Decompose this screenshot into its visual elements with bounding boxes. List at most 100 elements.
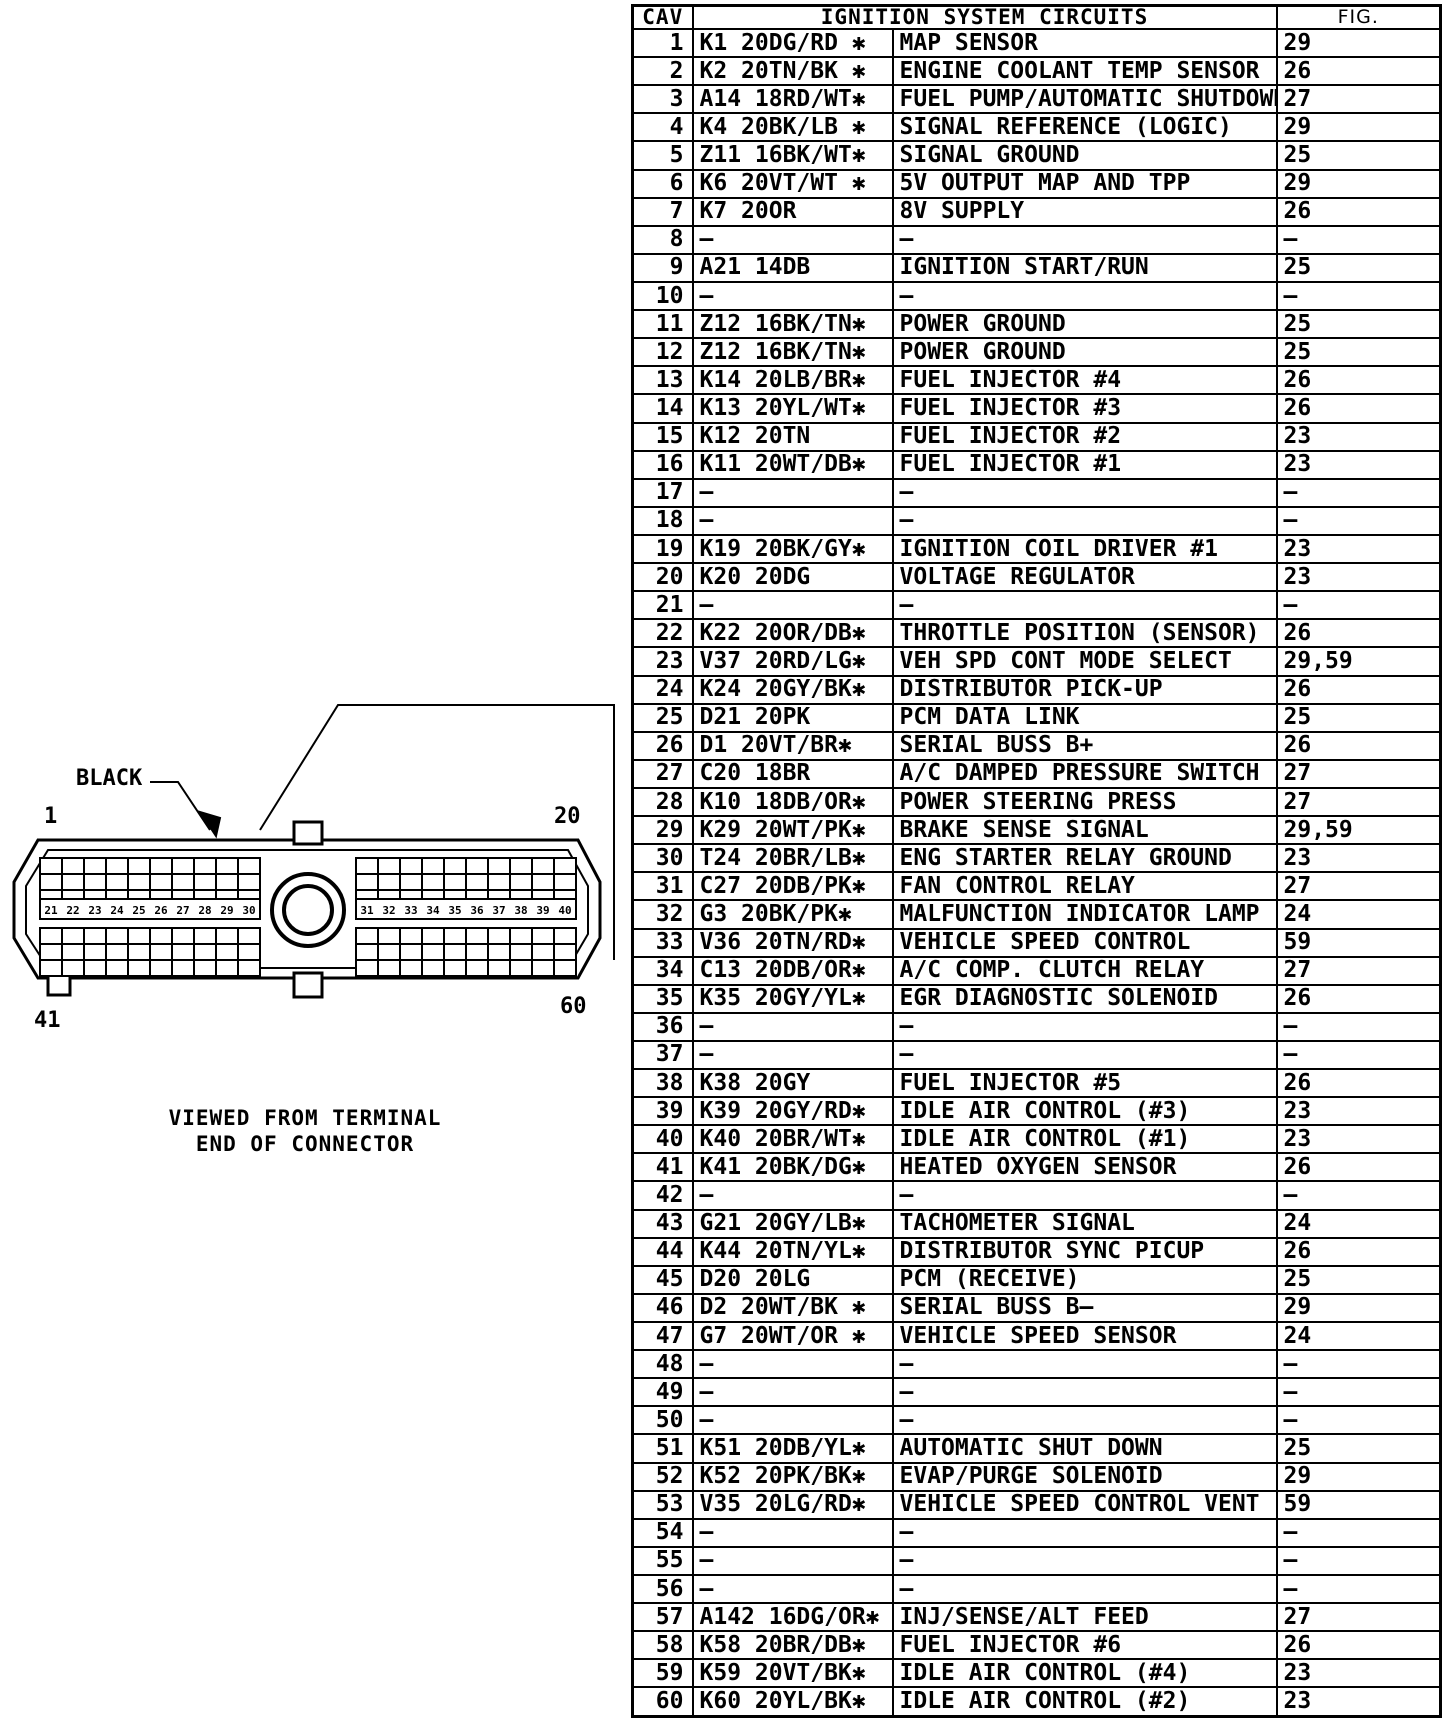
function-cell: INJ/SENSE/ALT FEED bbox=[891, 1602, 1278, 1633]
function-cell: PCM DATA LINK bbox=[891, 702, 1278, 733]
fig-cell: 23 bbox=[1275, 562, 1442, 593]
right-block-bottom-pin bbox=[487, 943, 511, 961]
right-block-top-pin bbox=[487, 873, 511, 891]
right-block-bottom-pin bbox=[399, 959, 423, 977]
fig-cell: 59 bbox=[1275, 1489, 1442, 1520]
function-cell: IGNITION START/RUN bbox=[891, 252, 1278, 283]
fig-cell: 26 bbox=[1275, 1236, 1442, 1267]
right-block-top-pin bbox=[355, 873, 379, 891]
fig-cell: — bbox=[1275, 1405, 1442, 1436]
function-cell: EVAP/PURGE SOLENOID bbox=[891, 1461, 1278, 1492]
wire-cell: K24 20GY/BK✱ bbox=[691, 674, 894, 705]
label-arrow bbox=[197, 810, 222, 839]
function-cell: POWER GROUND bbox=[891, 337, 1278, 368]
wire-cell: K22 20OR/DB✱ bbox=[691, 618, 894, 649]
function-cell: — bbox=[891, 477, 1278, 508]
left-block-bottom-pin bbox=[237, 959, 261, 977]
wire-cell: C20 18BR bbox=[691, 758, 894, 789]
fig-cell: 23 bbox=[1275, 449, 1442, 480]
connector-color-label: BLACK bbox=[76, 766, 143, 791]
cav-cell: 23 bbox=[631, 646, 694, 677]
cav-cell: 47 bbox=[631, 1321, 694, 1352]
function-cell: IDLE AIR CONTROL (#4) bbox=[891, 1658, 1278, 1689]
function-cell: VEHICLE SPEED SENSOR bbox=[891, 1321, 1278, 1352]
fig-cell: 27 bbox=[1275, 758, 1442, 789]
cav-cell: 51 bbox=[631, 1433, 694, 1464]
cav-cell: 13 bbox=[631, 365, 694, 396]
function-cell: — bbox=[891, 1349, 1278, 1380]
cav-cell: 32 bbox=[631, 899, 694, 930]
left-block-bottom-pin bbox=[61, 959, 85, 977]
bottom-key-tab bbox=[292, 971, 324, 999]
left-block-top-pin bbox=[127, 873, 151, 891]
cav-cell: 53 bbox=[631, 1489, 694, 1520]
fig-cell: 24 bbox=[1275, 1208, 1442, 1239]
right-block-top-pin bbox=[443, 873, 467, 891]
fig-cell: 23 bbox=[1275, 533, 1442, 565]
fig-cell: 24 bbox=[1275, 899, 1442, 930]
header-cav: CAV bbox=[631, 4, 694, 30]
left-block-bottom-pin bbox=[171, 927, 195, 945]
left-block-top-pin bbox=[61, 873, 85, 891]
cav-cell: 35 bbox=[631, 983, 694, 1014]
right-block-bottom-pin bbox=[509, 943, 533, 961]
wire-cell: C13 20DB/OR✱ bbox=[691, 955, 894, 986]
left-block-top-pin bbox=[171, 873, 195, 891]
wire-cell: V35 20LG/RD✱ bbox=[691, 1489, 894, 1520]
cav-cell: 10 bbox=[631, 280, 694, 312]
wire-cell: K1 20DG/RD ✱ bbox=[691, 27, 894, 59]
cav-cell: 6 bbox=[631, 168, 694, 199]
fig-cell: 29 bbox=[1275, 1292, 1442, 1324]
left-block-top-pin bbox=[171, 857, 195, 875]
right-block-pin-number: 39 bbox=[536, 904, 549, 917]
table-row: 49——— bbox=[631, 1377, 1442, 1408]
wire-cell: K60 20YL/BK✱ bbox=[691, 1686, 894, 1718]
header-fig: FIG. bbox=[1275, 4, 1442, 30]
wire-cell: K10 18DB/OR✱ bbox=[691, 786, 894, 818]
cav-cell: 43 bbox=[631, 1208, 694, 1239]
fig-cell: 29 bbox=[1275, 1461, 1442, 1492]
center-bolt-inner bbox=[282, 884, 334, 936]
wire-cell: — bbox=[691, 1545, 894, 1577]
fig-cell: 25 bbox=[1275, 337, 1442, 368]
left-block-top-pin bbox=[61, 857, 85, 875]
left-block-bottom-pin bbox=[83, 943, 107, 961]
left-block-bottom-pin bbox=[61, 943, 85, 961]
function-cell: A/C DAMPED PRESSURE SWITCH bbox=[891, 758, 1278, 789]
fig-cell: 23 bbox=[1275, 1124, 1442, 1155]
cav-cell: 9 bbox=[631, 252, 694, 283]
left-block-bottom-pin bbox=[237, 927, 261, 945]
left-block-pin-number: 29 bbox=[220, 904, 233, 917]
fig-cell: 26 bbox=[1275, 1630, 1442, 1661]
fig-cell: 29,59 bbox=[1275, 815, 1442, 846]
pin-label-top-right: 20 bbox=[554, 804, 581, 829]
right-block-bottom-pin bbox=[509, 927, 533, 945]
left-block-top-pin bbox=[39, 857, 63, 875]
left-block-bottom-pin bbox=[127, 943, 151, 961]
view-caption: VIEWED FROM TERMINAL END OF CONNECTOR bbox=[150, 1105, 460, 1157]
left-block-top-pin bbox=[149, 873, 173, 891]
fig-cell: 25 bbox=[1275, 1433, 1442, 1464]
right-block-pin-number: 34 bbox=[426, 904, 440, 917]
function-cell: — bbox=[891, 224, 1278, 255]
wire-cell: K44 20TN/YL✱ bbox=[691, 1236, 894, 1267]
function-cell: THROTTLE POSITION (SENSOR) bbox=[891, 618, 1278, 649]
wire-cell: K39 20GY/RD✱ bbox=[691, 1096, 894, 1127]
right-block-top-pin bbox=[399, 857, 423, 875]
fig-cell: 25 bbox=[1275, 702, 1442, 733]
right-block-bottom-pin bbox=[553, 959, 577, 977]
fig-cell: 25 bbox=[1275, 140, 1442, 171]
